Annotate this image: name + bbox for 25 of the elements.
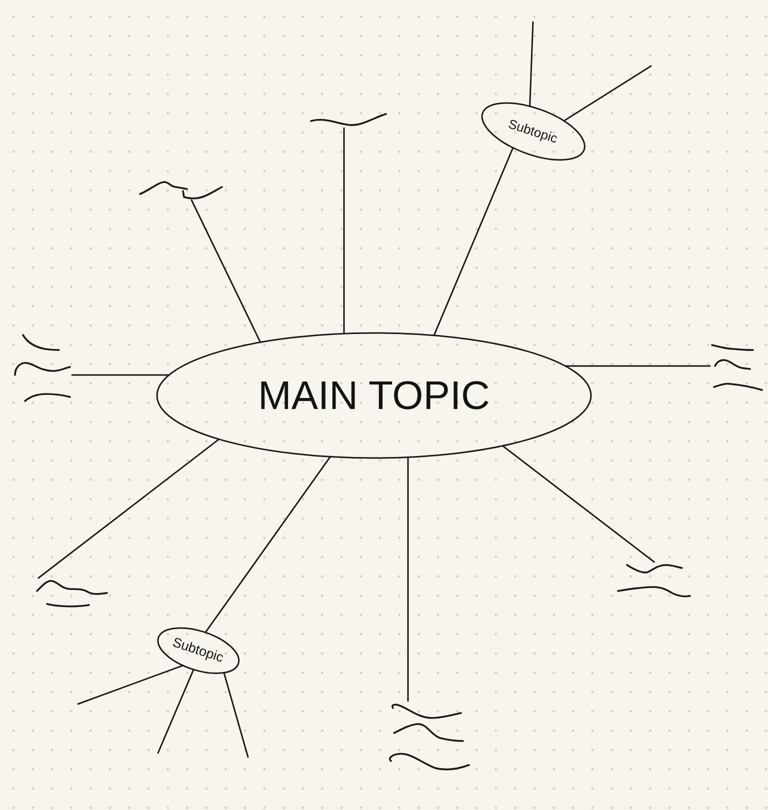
- main-topic-label: MAIN TOPIC: [258, 376, 490, 416]
- connector-line: [204, 456, 332, 634]
- connector-line: [433, 146, 514, 336]
- connector-line: [190, 199, 262, 344]
- scribble-drawing: [35, 578, 109, 608]
- connector-line: [343, 127, 345, 334]
- scribble-drawing: [13, 333, 72, 403]
- connector-line: [157, 668, 194, 754]
- connector-line: [407, 456, 409, 702]
- scribble-drawing: [386, 701, 471, 772]
- connector-line: [77, 664, 184, 705]
- connector-line: [223, 672, 249, 758]
- connector-line: [38, 438, 220, 579]
- main-topic-ellipse: [156, 332, 592, 459]
- scribble-drawing: [138, 180, 224, 200]
- subtopic-ellipse: [481, 102, 586, 161]
- connector-line: [71, 374, 170, 376]
- scribble-drawing: [616, 562, 692, 599]
- connector-line: [563, 65, 652, 122]
- scribble-drawing: [309, 111, 388, 128]
- connector-line: [529, 21, 534, 108]
- connector-line: [564, 365, 711, 367]
- subtopic-ellipse: [157, 626, 240, 674]
- connector-line: [502, 445, 655, 563]
- scribble-drawing: [710, 343, 764, 392]
